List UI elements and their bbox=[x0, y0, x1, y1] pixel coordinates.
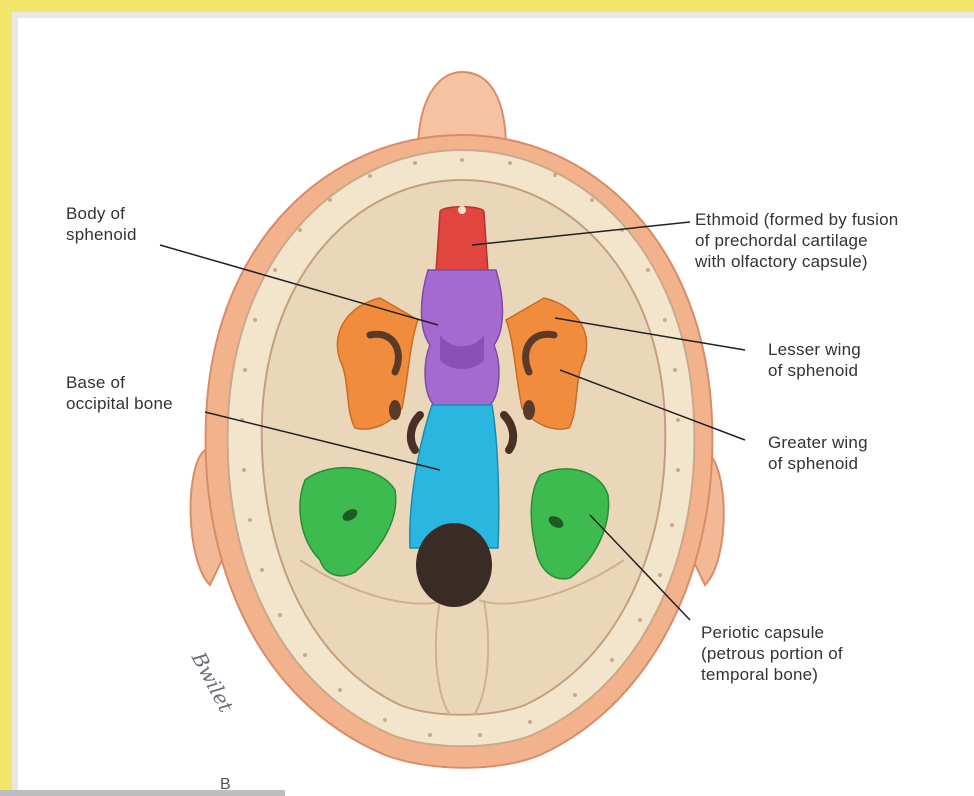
right-foramen-ovale bbox=[523, 400, 535, 420]
label-body-of-sphenoid: Body of sphenoid bbox=[66, 203, 137, 245]
label-base-of-occipital: Base of occipital bone bbox=[66, 372, 173, 414]
foramen-magnum bbox=[416, 523, 492, 607]
label-ethmoid: Ethmoid (formed by fusion of prechordal … bbox=[695, 209, 898, 272]
bottom-scroll-bar[interactable] bbox=[0, 790, 285, 796]
label-periotic-capsule: Periotic capsule (petrous portion of tem… bbox=[701, 622, 843, 685]
label-greater-wing: Greater wing of sphenoid bbox=[768, 432, 868, 474]
left-foramen-ovale bbox=[389, 400, 401, 420]
sphenoid-body bbox=[421, 270, 502, 405]
ethmoid-region bbox=[436, 207, 488, 272]
label-lesser-wing: Lesser wing of sphenoid bbox=[768, 339, 861, 381]
crista-galli bbox=[458, 206, 466, 214]
